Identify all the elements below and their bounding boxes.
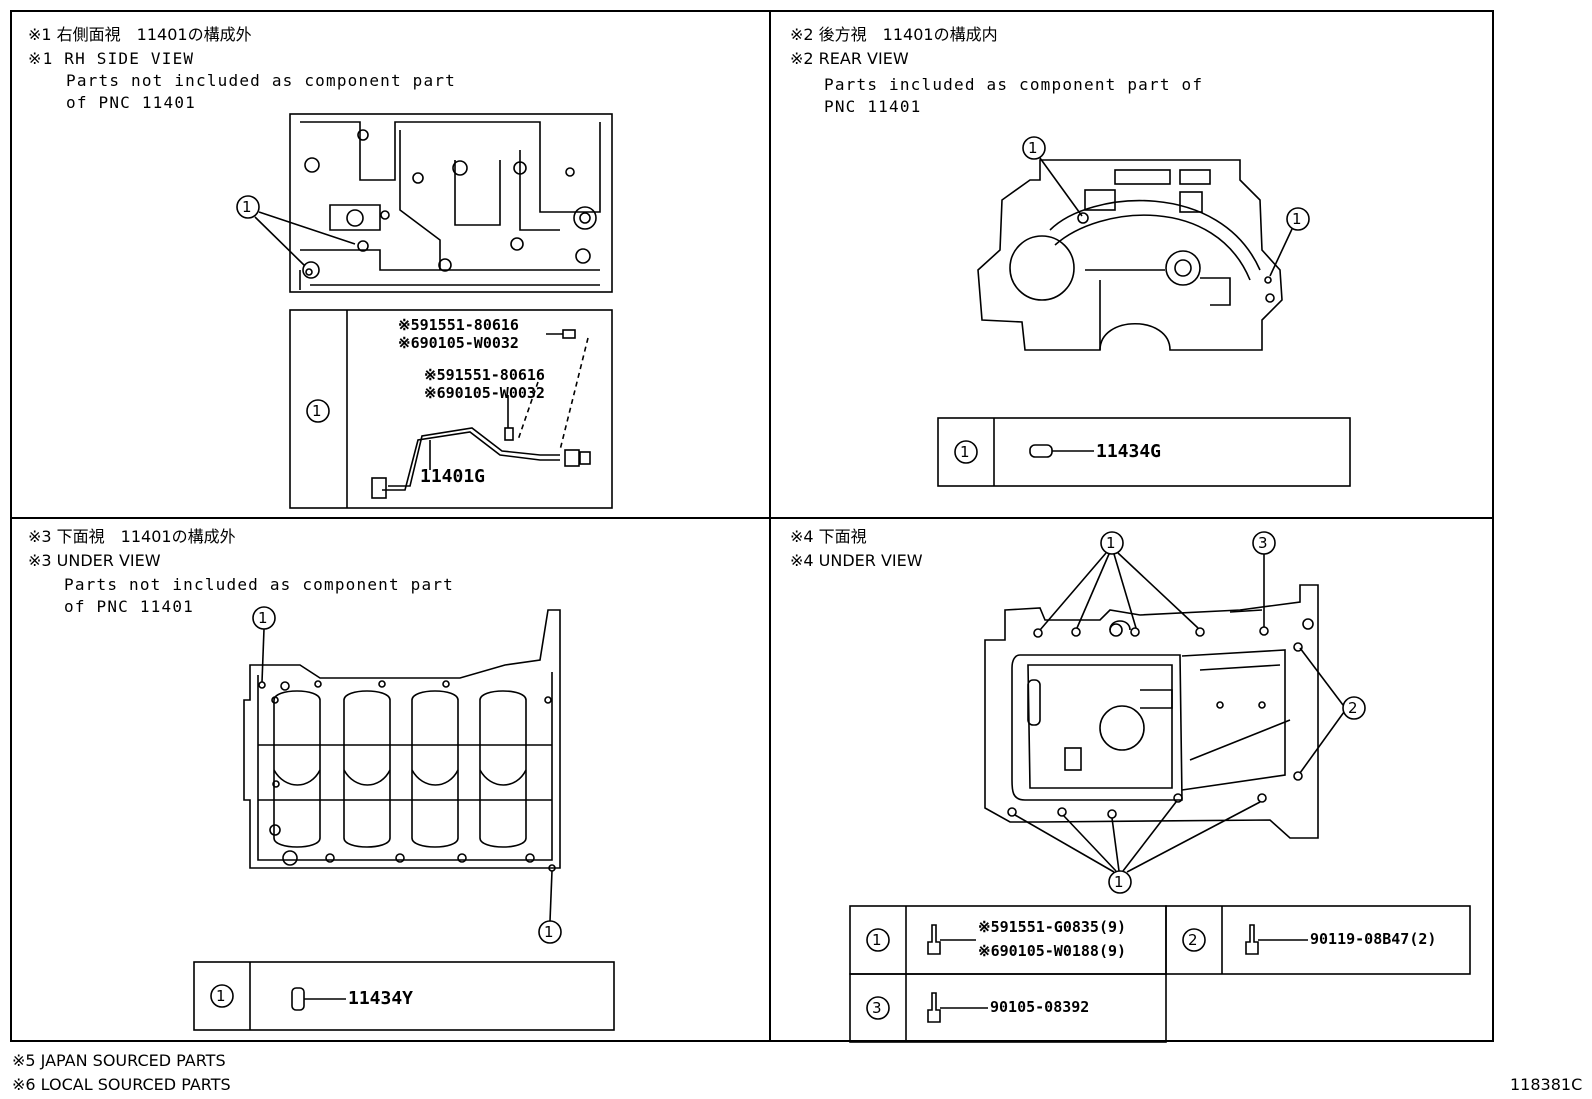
p2-title-jp: ※2 後方視 11401の構成内 — [790, 25, 998, 44]
p2-callout-1b: 1 — [1292, 210, 1302, 228]
p1-desc-line1: Parts not included as component part — [66, 71, 456, 90]
p4-callout-1-top: 1 — [1106, 534, 1116, 552]
p4-title-jp: ※4 下面視 — [790, 527, 867, 546]
p4-callout-2: 2 — [1348, 699, 1358, 717]
p4-legend1-marker: 1 — [872, 931, 882, 949]
p3-part: 11434Y — [348, 988, 414, 1009]
diagram-frame — [10, 10, 1494, 1042]
p1-part-b1: ※591551-80616 — [424, 366, 545, 384]
p1-part-a1: ※591551-80616 — [398, 316, 519, 334]
p1-title-en: ※1 RH SIDE VIEW — [28, 49, 195, 68]
p3-callout-1b: 1 — [544, 923, 554, 941]
panel-divider-horizontal — [10, 517, 1494, 519]
p4-callout-1-bottom: 1 — [1114, 873, 1124, 891]
p3-legend-marker: 1 — [216, 987, 226, 1005]
p4-legend1-part-b: ※690105-W0188(9) — [978, 942, 1127, 960]
p1-part-main: 11401G — [420, 466, 486, 487]
panel-divider-vertical — [769, 10, 771, 1042]
footer-note-japan-sourced: ※5 JAPAN SOURCED PARTS — [12, 1051, 226, 1070]
p3-title-jp: ※3 下面視 11401の構成外 — [28, 527, 236, 546]
p4-legend1-part-a: ※591551-G0835(9) — [978, 918, 1127, 936]
diagram-id: 118381C — [1510, 1075, 1583, 1094]
p1-callout-1: 1 — [242, 198, 252, 216]
p1-part-a2: ※690105-W0032 — [398, 334, 519, 352]
p1-desc-line2: of PNC 11401 — [66, 93, 196, 112]
p4-legend3-part: 90105-08392 — [990, 998, 1090, 1016]
p3-desc-line2: of PNC 11401 — [64, 597, 194, 616]
p4-title-en: ※4 UNDER VIEW — [790, 551, 923, 570]
p1-legend-marker: 1 — [312, 402, 322, 420]
p4-legend2-part: 90119-08B47(2) — [1310, 930, 1437, 948]
p3-callout-1a: 1 — [258, 609, 268, 627]
p4-legend2-marker: 2 — [1188, 931, 1198, 949]
p4-legend3-marker: 3 — [872, 999, 882, 1017]
p3-desc-line1: Parts not included as component part — [64, 575, 454, 594]
p4-callout-3: 3 — [1258, 534, 1268, 552]
p2-desc-line2: PNC 11401 — [824, 97, 922, 116]
p1-title-jp: ※1 右側面視 11401の構成外 — [28, 25, 252, 44]
p2-title-en: ※2 REAR VIEW — [790, 49, 909, 68]
p3-title-en: ※3 UNDER VIEW — [28, 551, 161, 570]
p2-legend-marker: 1 — [960, 443, 970, 461]
p1-part-b2: ※690105-W0032 — [424, 384, 545, 402]
p2-desc-line1: Parts included as component part of — [824, 75, 1204, 94]
p2-part: 11434G — [1096, 441, 1162, 462]
footer-note-local-sourced: ※6 LOCAL SOURCED PARTS — [12, 1075, 231, 1094]
p2-callout-1a: 1 — [1028, 139, 1038, 157]
